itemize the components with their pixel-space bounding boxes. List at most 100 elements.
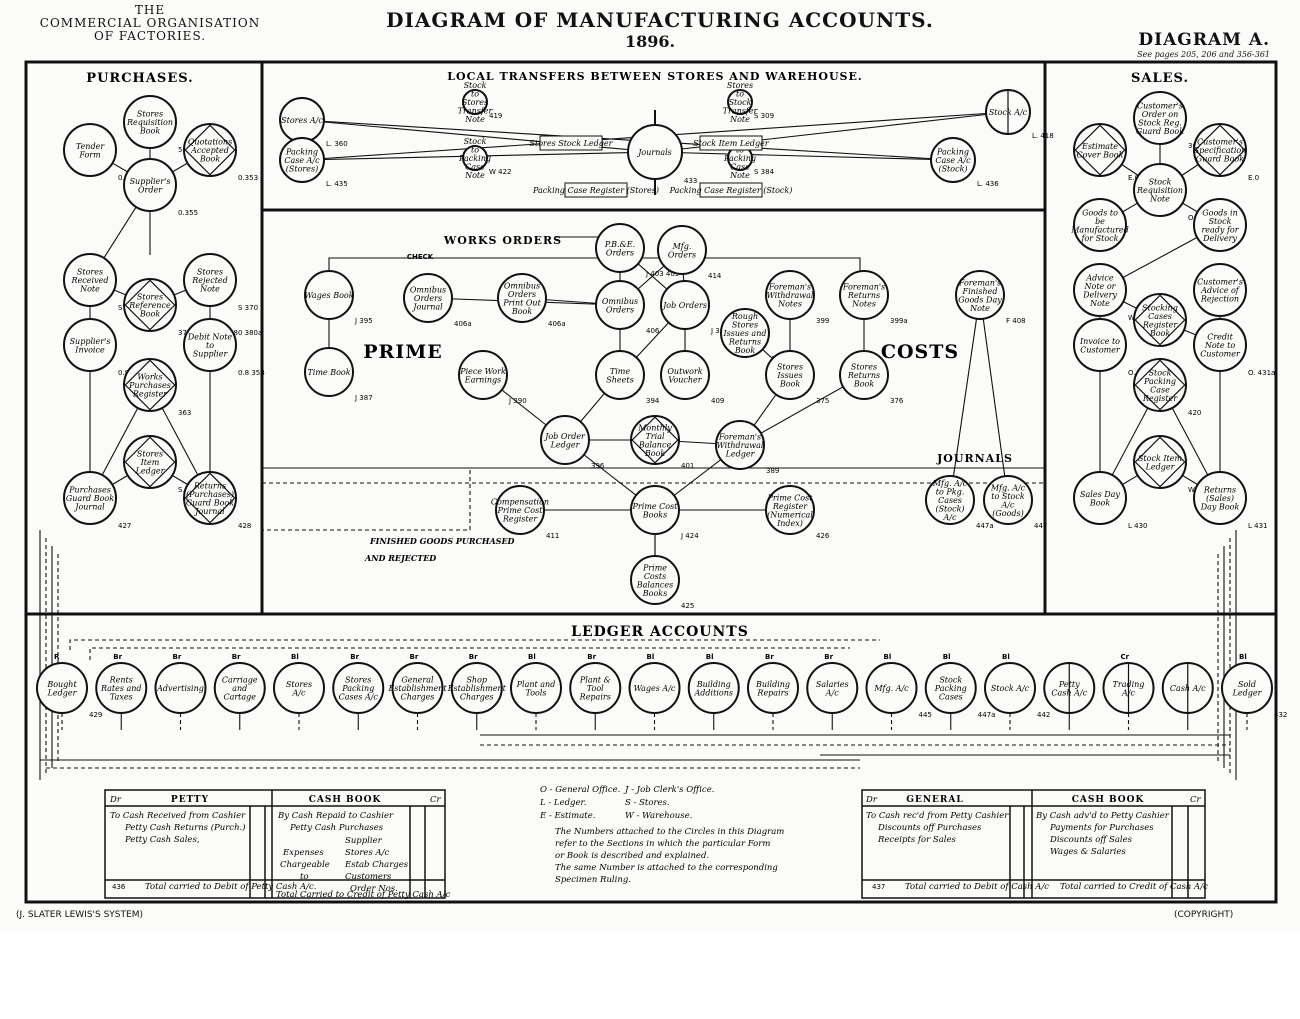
- general-dr: Dr: [865, 795, 878, 805]
- petty-expenses-1: Expenses: [282, 848, 324, 858]
- ledger-mark: Bl: [884, 653, 892, 661]
- ledger-mark: Bl: [647, 653, 655, 661]
- section-titles: PURCHASES. LOCAL TRANSFERS BETWEEN STORE…: [86, 70, 1188, 640]
- node-circle: [1133, 163, 1187, 217]
- ledger-mark: Br: [173, 653, 182, 661]
- flow-line: [654, 151, 954, 161]
- petty-left-row-3: Petty Cash Sales,: [124, 835, 200, 845]
- flow-line: [262, 470, 471, 531]
- node-circle: [123, 358, 177, 412]
- node-code: 406: [646, 327, 660, 335]
- legend-warehouse: W - Warehouse.: [625, 811, 692, 821]
- node-code: S 384: [754, 168, 775, 176]
- node-circle: [1193, 263, 1247, 317]
- node-circle: [924, 662, 977, 714]
- general-title: GENERAL: [906, 795, 963, 805]
- node-code: 399a: [890, 317, 908, 325]
- node-code: 447a: [976, 522, 994, 530]
- node-circle: [123, 278, 177, 332]
- node-code: 376: [890, 397, 904, 405]
- node-code: 447a: [978, 711, 996, 719]
- node-code: L. 435: [326, 180, 348, 188]
- node-code: 428: [238, 522, 251, 530]
- node-circle: [1193, 471, 1247, 525]
- node-circle: [273, 662, 325, 714]
- general-left-row-1: To Cash rec'd from Petty Cashier: [866, 811, 1009, 821]
- legend-general-office: O - General Office.: [540, 785, 620, 795]
- node-circle: [930, 137, 976, 183]
- node-circle: [595, 350, 645, 400]
- diamond-marker: [124, 436, 176, 488]
- petty-number: 436: [112, 883, 126, 891]
- diamond-marker: [631, 416, 679, 464]
- general-right-row-3: Discounts off Sales: [1049, 835, 1133, 845]
- legend-note-3: or Book is described and explained.: [555, 851, 709, 861]
- ledger-box-label: Stock Item Ledger: [693, 139, 770, 148]
- node-code: 394: [646, 397, 660, 405]
- node-circle: [765, 485, 815, 535]
- node-label: Mfg. A/c: [873, 684, 909, 693]
- node-circle: [1133, 435, 1187, 489]
- node-circle: [462, 145, 488, 171]
- node-circle: [1073, 198, 1127, 252]
- ledger-mark: Br: [469, 653, 478, 661]
- ledger-mark: R: [54, 653, 60, 661]
- petty-title: PETTY: [171, 795, 209, 805]
- node-circle: [715, 420, 765, 470]
- node-code: 426: [816, 532, 830, 540]
- node-code: 406a: [548, 320, 566, 328]
- org-line-1: THE: [134, 3, 166, 17]
- node-circle: [925, 475, 975, 525]
- node-code: 0.353: [238, 174, 258, 182]
- node-circle: [839, 350, 889, 400]
- diamond-marker: [1194, 124, 1246, 176]
- node-circle: [154, 662, 207, 714]
- node-circle: [1193, 318, 1247, 372]
- general-right-row-1: By Cash adv'd to Petty Cashier: [1035, 811, 1170, 821]
- node-circle: [495, 485, 545, 535]
- node-circle: [630, 555, 680, 605]
- ledger-mark: Br: [765, 653, 774, 661]
- system-credit: (J. SLATER LEWIS'S SYSTEM): [16, 910, 143, 920]
- ledger-mark: Br: [113, 653, 122, 661]
- node-circle: [183, 253, 237, 307]
- general-right-row-4: Wages & Salaries: [1050, 847, 1126, 857]
- node-circle: [657, 225, 707, 275]
- node-circle: [839, 270, 889, 320]
- petty-dr: Dr: [109, 795, 122, 805]
- node-code: 0.355: [178, 209, 198, 217]
- node-circle: [630, 485, 680, 535]
- node-circle: [628, 662, 681, 714]
- general-cash-book-title: CASH BOOK: [1072, 795, 1145, 805]
- ledger-mark: Br: [232, 653, 241, 661]
